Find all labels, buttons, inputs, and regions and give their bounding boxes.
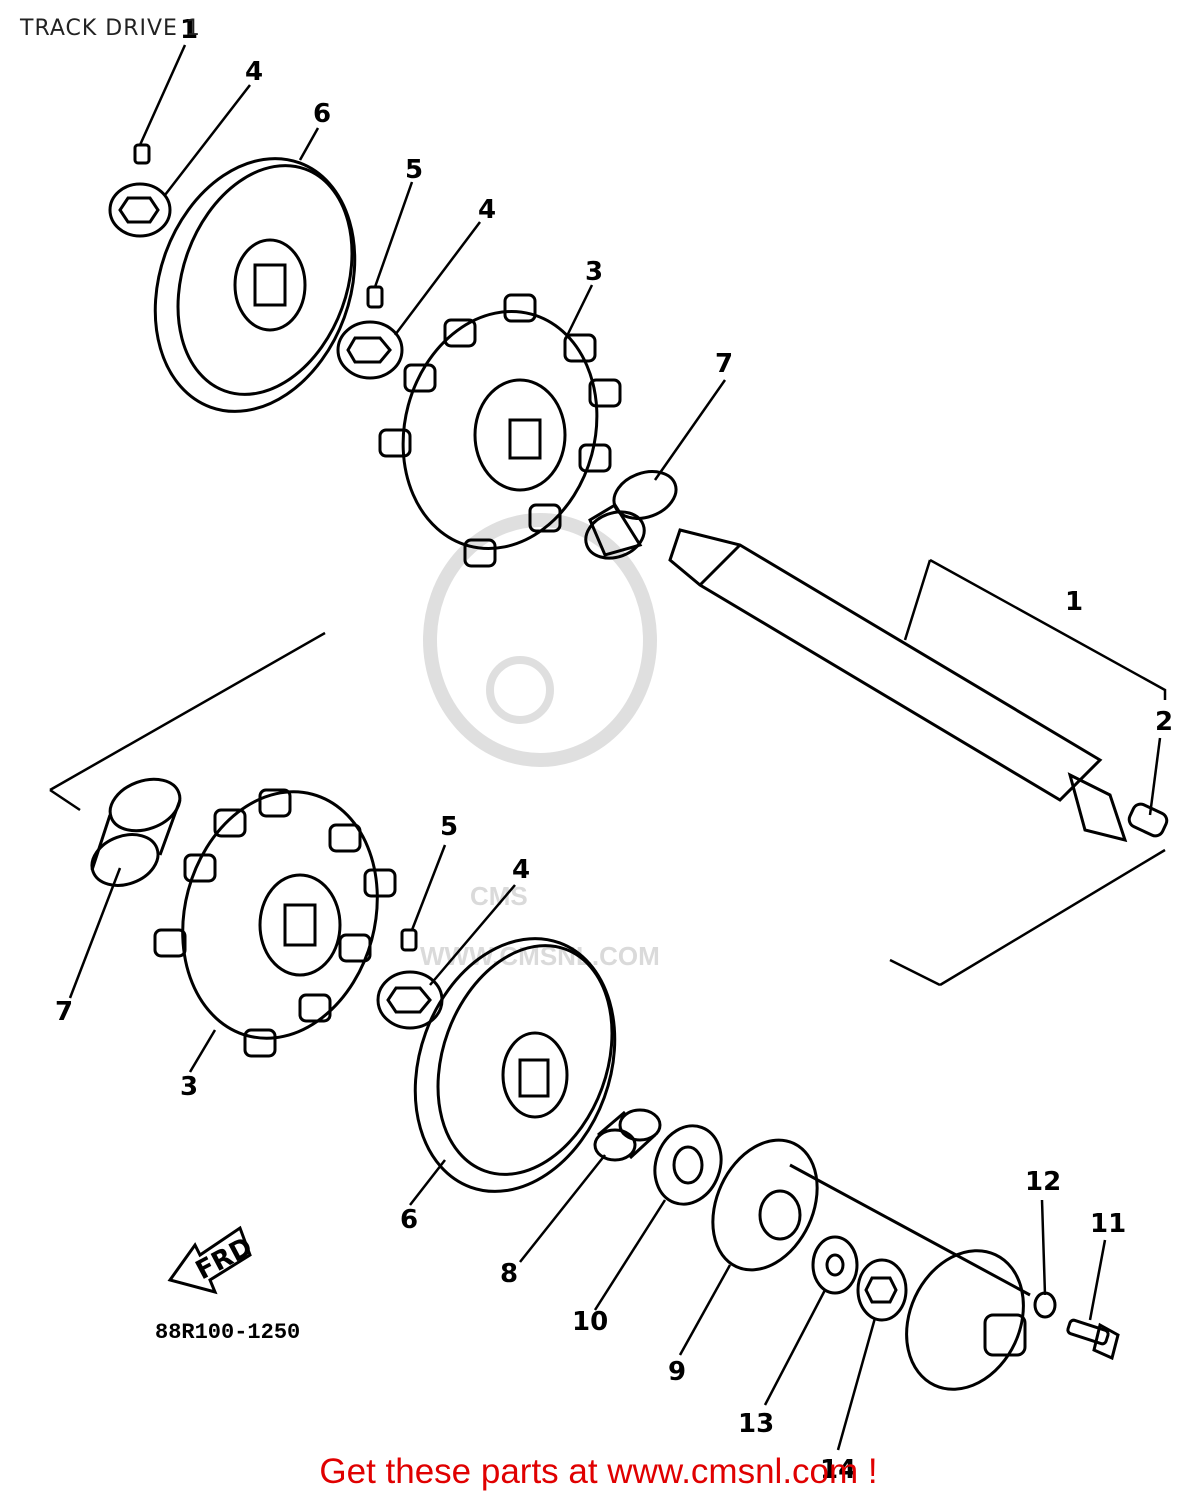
callout-10: 10 <box>572 1307 608 1337</box>
sprocket-lower <box>153 788 397 1058</box>
spacer <box>593 1108 662 1162</box>
callout-11: 11 <box>1090 1209 1126 1239</box>
sprocket-upper <box>378 293 622 568</box>
assembly-outline <box>49 558 1167 987</box>
callout-2: 2 <box>1155 707 1173 737</box>
bearing-upper-mid <box>336 285 404 380</box>
parts-link-footer[interactable]: Get these parts at www.cmsnl.com ! <box>319 1452 878 1491</box>
callout-1: 1 <box>1065 587 1083 617</box>
callout-4-b: 4 <box>478 195 496 225</box>
idler-wheel-upper <box>153 157 357 413</box>
collar-upper <box>584 470 678 560</box>
callout-7-lower: 7 <box>55 997 73 1027</box>
page-title: TRACK DRIVE 1 <box>20 16 201 41</box>
callout-13: 13 <box>738 1409 774 1439</box>
callout-4-c: 4 <box>512 855 530 885</box>
bearing-upper-left <box>108 143 172 238</box>
front-direction-arrow: FRD <box>167 1225 257 1295</box>
callout-labels: 1 1 2 3 3 4 4 4 5 5 6 6 7 7 8 9 10 11 12… <box>55 15 1173 1485</box>
washer <box>811 1235 859 1295</box>
callout-3-lower: 3 <box>180 1072 198 1102</box>
collar-lower <box>90 777 182 887</box>
callout-12: 12 <box>1025 1167 1061 1197</box>
callout-8: 8 <box>500 1259 518 1289</box>
callout-9: 9 <box>668 1357 686 1387</box>
lock-nut <box>856 1258 908 1322</box>
leader-lines <box>68 44 1162 1451</box>
cms-watermark: CMS WWW.CMSNL.COM <box>420 513 660 971</box>
callout-3-upper: 3 <box>585 257 603 287</box>
watermark-brand: CMS <box>470 881 528 911</box>
drawing-code: 88R100-1250 <box>155 1320 301 1345</box>
drive-shaft <box>668 528 1169 843</box>
flange-plate <box>711 1138 819 1272</box>
callout-6-lower: 6 <box>400 1205 418 1235</box>
hub-housing <box>789 1163 1120 1391</box>
ball-bearing <box>653 1124 723 1206</box>
callout-5-b: 5 <box>405 155 423 185</box>
callout-5: 1 <box>180 15 198 45</box>
callout-7-upper: 7 <box>715 349 733 379</box>
callout-4-a: 4 <box>245 57 263 87</box>
idler-wheel-lower <box>413 937 617 1193</box>
callout-5-c: 5 <box>440 812 458 842</box>
callout-14: 14 <box>820 1455 856 1485</box>
callout-6-upper: 6 <box>313 99 331 129</box>
